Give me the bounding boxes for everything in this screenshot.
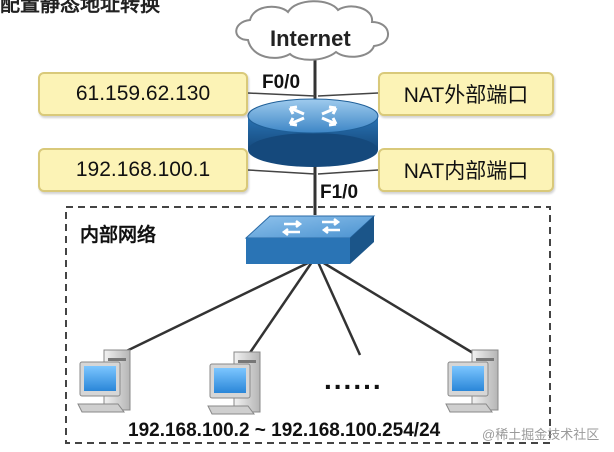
watermark: @稀土掘金技术社区 [482, 427, 600, 442]
lan-address-range: 192.168.100.2 ~ 192.168.100.254/24 [128, 420, 441, 441]
leader-inside-ip [247, 169, 316, 175]
lan-boundary [65, 206, 551, 444]
pc-icon [207, 351, 261, 415]
outside-port-box: NAT外部端口 [378, 72, 554, 116]
leader-outside-port [317, 92, 379, 97]
link-switch-pc4 [321, 260, 479, 358]
lan-title: 内部网络 [80, 225, 157, 246]
link-switch-pc2 [243, 261, 314, 361]
leader-outside-ip [247, 92, 316, 97]
cloud-label: Internet [270, 26, 351, 51]
pc-icon [77, 349, 131, 413]
outside-ip-box: 61.159.62.130 [38, 72, 248, 116]
inside-port-box: NAT内部端口 [378, 148, 554, 192]
diagram-title: 配置静态地址转换 [0, 0, 160, 16]
link-switch-pc3 [316, 261, 362, 356]
cloud-icon [235, 0, 389, 61]
leader-inside-port [317, 169, 379, 175]
switch-icon [244, 215, 376, 264]
interface-label-outside: F0/0 [262, 72, 301, 93]
pc-icon [445, 349, 499, 413]
interface-label-inside: F1/0 [320, 182, 359, 203]
inside-ip-box: 192.168.100.1 [38, 148, 248, 192]
hosts-ellipsis: ...... [324, 364, 383, 395]
link-switch-pc1 [111, 260, 311, 360]
router-icon [247, 98, 379, 167]
